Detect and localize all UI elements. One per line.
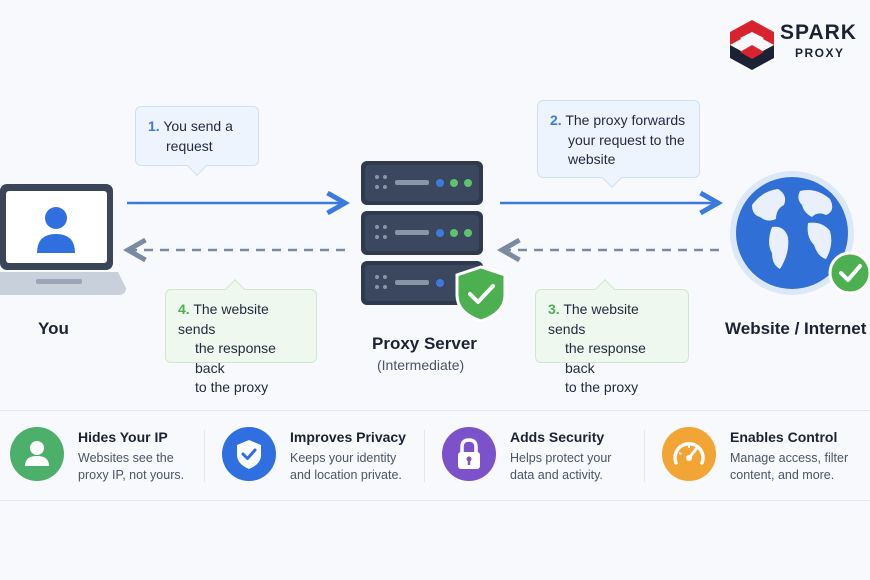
step-4-line2: the response back (195, 340, 276, 376)
brand-name-line2: PROXY (795, 46, 845, 60)
feature-title: Adds Security (510, 429, 605, 445)
step-4-line3: to the proxy (195, 379, 269, 395)
gauge-icon (662, 427, 716, 481)
feature-separator (424, 430, 425, 482)
proxy-server-sublabel: (Intermediate) (377, 357, 465, 373)
step-2-bubble: 2. The proxy forwards your request to th… (537, 100, 700, 188)
step-4-bubble: 4. The website sends the response back t… (165, 279, 317, 395)
step-3-line3: to the proxy (565, 379, 639, 395)
step-2-number: 2. (550, 112, 562, 128)
step-4-line1: The website sends (178, 301, 269, 337)
spark-logo-icon (730, 20, 774, 70)
step-3-number: 3. (548, 301, 560, 317)
shield-check-icon (455, 265, 507, 323)
feature-adds-security: Adds Security Helps protect your data an… (442, 427, 637, 487)
feature-separator (644, 430, 645, 482)
step-2-line3: website (568, 151, 616, 167)
feature-separator (204, 430, 205, 482)
feature-enables-control: Enables Control Manage access, filter co… (662, 427, 862, 487)
feature-desc: Manage access, filter content, and more. (730, 451, 849, 482)
feature-title: Hides Your IP (78, 429, 168, 445)
lock-icon (442, 427, 496, 481)
step-1-line1: You send a (163, 118, 233, 134)
you-label: You (38, 319, 69, 338)
globe-icon (730, 171, 870, 295)
spark-proxy-logo: SPARK PROXY (728, 18, 858, 72)
step-1-bubble: 1. You send a request (135, 106, 259, 176)
feature-improves-privacy: Improves Privacy Keeps your identity and… (222, 427, 417, 487)
step-2-line1: The proxy forwards (565, 112, 686, 128)
step-1-number: 1. (148, 118, 160, 134)
step-3-line1: The website sends (548, 301, 639, 337)
feature-desc: Keeps your identity and location private… (290, 451, 402, 482)
feature-title: Enables Control (730, 429, 838, 445)
step-2-line2: your request to the (568, 131, 685, 148)
user-icon (10, 427, 64, 481)
flow-arrows (0, 0, 870, 400)
brand-name-line1: SPARK (780, 21, 857, 44)
step-3-bubble: 3. The website sends the response back t… (535, 279, 689, 395)
proxy-server-icon (361, 161, 507, 323)
website-label: Website / Internet (725, 319, 867, 338)
step-3-line2: the response back (565, 340, 646, 376)
step-4-number: 4. (178, 301, 190, 317)
step-1-line2: request (166, 137, 213, 154)
shield-check-icon (222, 427, 276, 481)
feature-desc: Websites see the proxy IP, not yours. (78, 451, 185, 482)
laptop-icon (0, 184, 126, 295)
feature-title: Improves Privacy (290, 429, 406, 445)
feature-hides-ip: Hides Your IP Websites see the proxy IP,… (10, 427, 200, 487)
proxy-server-label: Proxy Server (372, 334, 477, 353)
feature-top-divider (0, 410, 870, 411)
feature-desc: Helps protect your data and activity. (510, 451, 612, 482)
feature-bottom-divider (0, 500, 870, 501)
